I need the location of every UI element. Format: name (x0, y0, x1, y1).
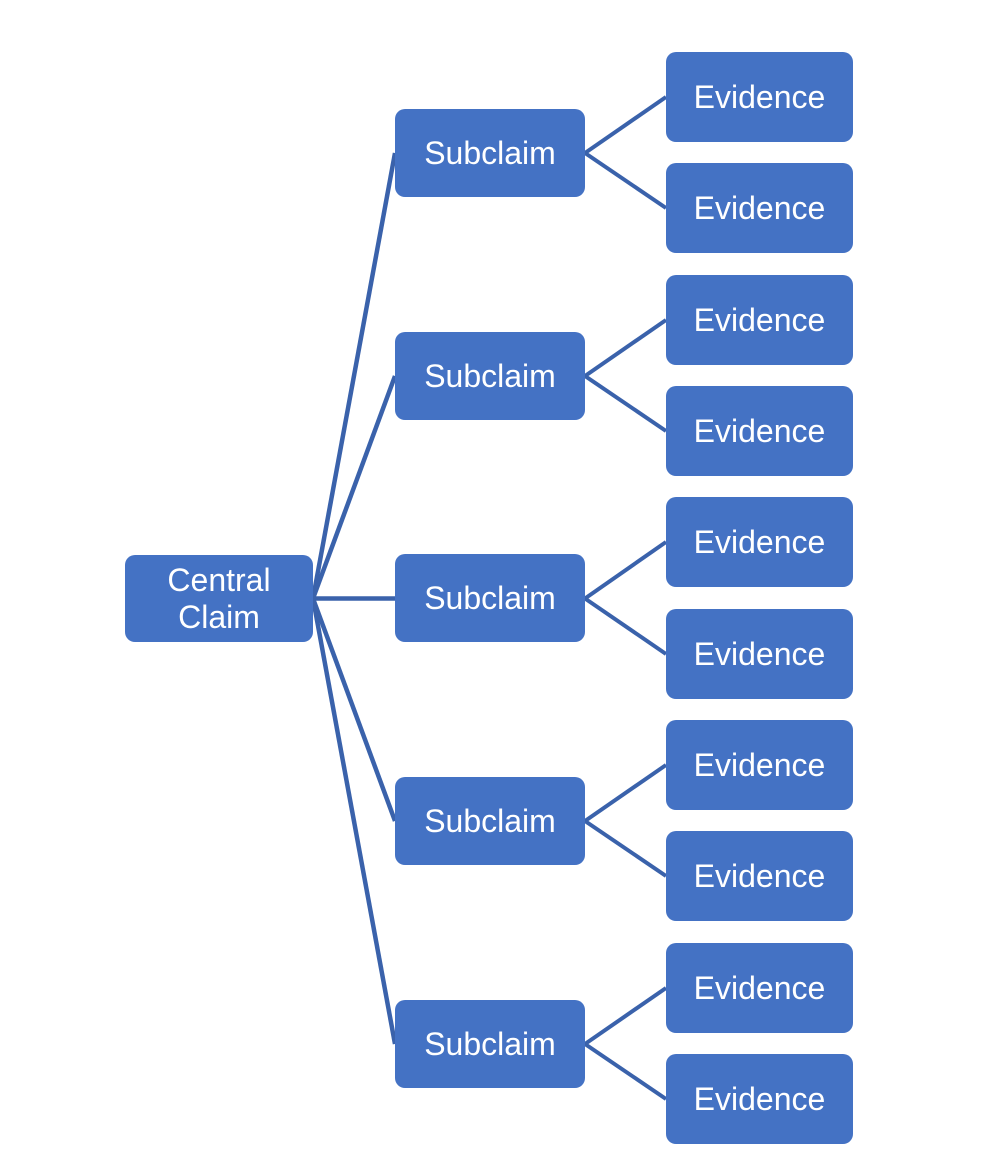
evidence-node-1-2: Evidence (666, 163, 853, 253)
connector-central-to-subclaim-5 (310, 598, 398, 1045)
connector-subclaim-4-to-evidence-1 (583, 763, 668, 823)
evidence-node-3-1: Evidence (666, 497, 853, 587)
subclaim-node-1: Subclaim (395, 109, 585, 197)
evidence-node-1-1: Evidence (666, 52, 853, 142)
evidence-node-5-1: Evidence (666, 943, 853, 1033)
connector-subclaim-4-to-evidence-2 (583, 819, 668, 878)
connector-subclaim-1-to-evidence-2 (583, 151, 668, 210)
evidence-node-2-2: Evidence (666, 386, 853, 476)
subclaim-node-3: Subclaim (395, 554, 585, 642)
connector-subclaim-2-to-evidence-1 (583, 318, 668, 378)
evidence-node-4-2: Evidence (666, 831, 853, 921)
evidence-node-5-2: Evidence (666, 1054, 853, 1144)
connector-central-to-subclaim-2 (310, 375, 398, 600)
connector-subclaim-5-to-evidence-2 (583, 1042, 668, 1101)
subclaim-node-5: Subclaim (395, 1000, 585, 1088)
central-claim-node: Central Claim (125, 555, 313, 642)
connector-subclaim-3-to-evidence-2 (583, 596, 668, 656)
connector-central-to-subclaim-1 (310, 152, 398, 599)
connector-subclaim-2-to-evidence-2 (583, 374, 668, 433)
evidence-node-2-1: Evidence (666, 275, 853, 365)
subclaim-node-2: Subclaim (395, 332, 585, 420)
evidence-node-4-1: Evidence (666, 720, 853, 810)
connector-subclaim-1-to-evidence-1 (583, 95, 668, 155)
connector-central-to-subclaim-4 (310, 597, 398, 822)
subclaim-node-4: Subclaim (395, 777, 585, 865)
connector-subclaim-3-to-evidence-1 (583, 540, 668, 601)
connector-subclaim-5-to-evidence-1 (583, 986, 668, 1046)
evidence-node-3-2: Evidence (666, 609, 853, 699)
